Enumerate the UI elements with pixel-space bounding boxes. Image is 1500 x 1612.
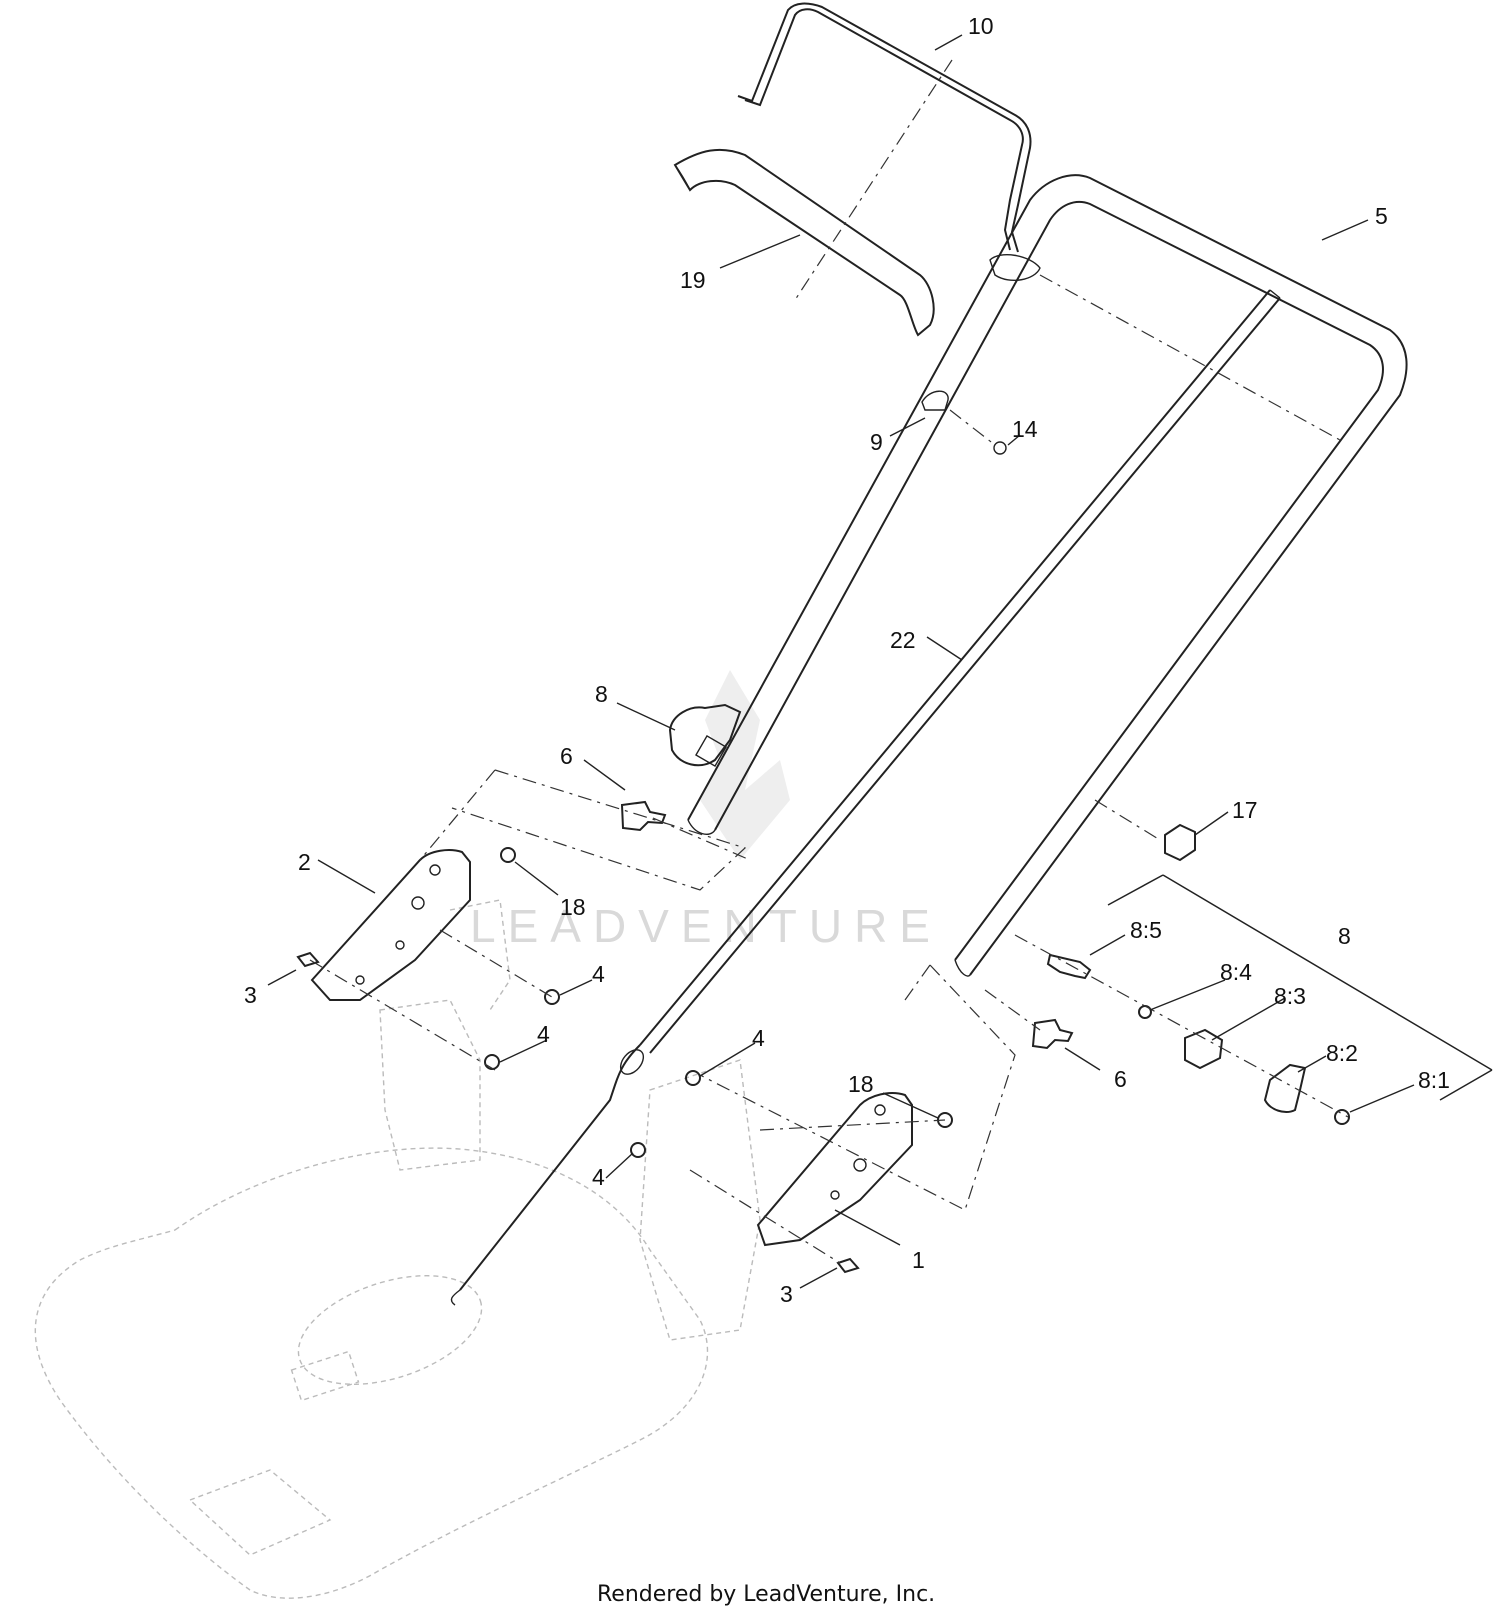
handle-knob-upper (668, 703, 742, 767)
callout-labels: 10 5 19 9 14 22 8 6 17 2 18 8 8:5 3 4 8:… (244, 13, 1450, 1307)
nut-4-d (630, 1142, 646, 1158)
cable-clip (921, 390, 949, 411)
callout-18-left: 18 (560, 894, 586, 920)
handle-bolt-upper (620, 800, 667, 832)
leader-lines (267, 34, 1415, 1289)
nut-14 (993, 441, 1007, 455)
callout-8-3: 8:3 (1274, 983, 1306, 1009)
mower-deck-ghost (34, 899, 761, 1599)
callout-6-upper: 6 (560, 743, 573, 769)
callout-3-right: 3 (780, 1281, 793, 1307)
callout-5: 5 (1375, 203, 1388, 229)
callout-17: 17 (1232, 797, 1258, 823)
nut-4-c (685, 1070, 701, 1086)
callout-2: 2 (298, 849, 311, 875)
leadventure-logo-watermark (700, 670, 790, 860)
handle-grip (673, 148, 935, 337)
handle-bracket-right (756, 1092, 913, 1247)
bolt-3-left (296, 951, 320, 968)
callout-9: 9 (870, 429, 883, 455)
callout-6-lower: 6 (1114, 1066, 1127, 1092)
callout-8-upper: 8 (595, 681, 608, 707)
callout-8-5: 8:5 (1130, 917, 1162, 943)
nut-4-a (544, 989, 560, 1005)
callout-14: 14 (1012, 416, 1038, 442)
footer-credit: Rendered by LeadVenture, Inc. (597, 1582, 935, 1607)
bolt-3-right (836, 1257, 860, 1274)
group-bracket-8 (1107, 874, 1493, 1101)
washer-18-left (500, 847, 516, 863)
callout-8-group: 8 (1338, 923, 1351, 949)
callout-4-a: 4 (592, 961, 605, 987)
callout-4-d: 4 (592, 1164, 605, 1190)
callout-22: 22 (890, 627, 916, 653)
control-cable (450, 289, 1281, 1306)
callout-8-4: 8:4 (1220, 959, 1252, 985)
bail-wire (737, 2, 1041, 282)
handle-bracket-left (310, 849, 471, 1001)
callout-8-2: 8:2 (1326, 1040, 1358, 1066)
cable-guide-17 (1164, 823, 1196, 862)
callout-18-right: 18 (848, 1071, 874, 1097)
callout-10: 10 (968, 13, 994, 39)
callout-4-b: 4 (537, 1021, 550, 1047)
callout-8-1: 8:1 (1418, 1067, 1450, 1093)
watermark-text: LEADVENTURE (470, 900, 942, 952)
upper-handle (687, 174, 1408, 977)
knob-assembly-parts (1031, 953, 1350, 1125)
callout-4-c: 4 (752, 1025, 765, 1051)
callout-3-left: 3 (244, 982, 257, 1008)
alignment-lines (309, 59, 1349, 1264)
callout-1: 1 (912, 1247, 925, 1273)
callout-19: 19 (680, 267, 706, 293)
nut-4-b (484, 1054, 500, 1070)
